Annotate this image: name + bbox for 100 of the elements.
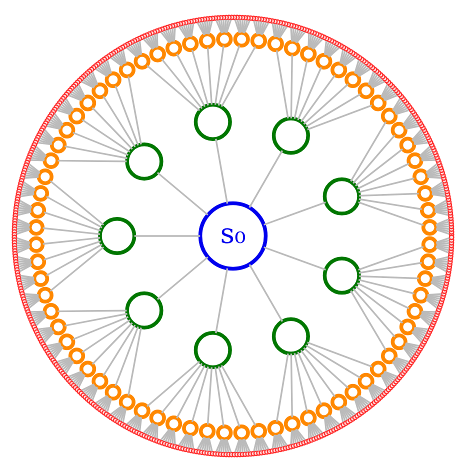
node-circle: [55, 364, 61, 370]
connector: [435, 209, 448, 212]
connector: [420, 152, 434, 159]
connector: [31, 311, 45, 316]
connector: [18, 211, 32, 216]
node-circle: [316, 53, 332, 70]
connector: [432, 274, 446, 278]
connector: [22, 280, 36, 288]
node-circle: [448, 248, 454, 254]
node-circle: [400, 370, 406, 376]
connector: [236, 20, 242, 33]
node-circle: [233, 424, 250, 442]
node-circle: [20, 296, 27, 302]
node-circle: [126, 426, 132, 432]
node-circle: [139, 34, 145, 40]
node-circle: [343, 420, 349, 426]
connector: [404, 344, 418, 351]
node-circle: [326, 36, 332, 42]
node-circle: [288, 22, 294, 28]
connector: [426, 298, 438, 309]
node-circle: [215, 451, 221, 457]
connector: [136, 42, 142, 56]
connector: [18, 263, 32, 270]
connector: [414, 328, 428, 332]
connector: [20, 192, 34, 195]
connector: [427, 296, 440, 302]
node-circle: [370, 402, 376, 408]
connector: [434, 204, 448, 210]
node-circle: [446, 267, 452, 273]
node-circle: [356, 411, 362, 418]
node-circle: [90, 64, 96, 70]
node-circle: [164, 442, 170, 448]
connector: [196, 22, 205, 36]
node-circle: [165, 416, 182, 432]
node-circle: [80, 74, 86, 80]
connector: [356, 162, 410, 190]
node-circle: [146, 31, 152, 37]
node-circle: [316, 434, 322, 440]
connector: [394, 358, 408, 365]
node-circle: [60, 96, 66, 102]
node-circle: [24, 306, 30, 312]
node-circle: [110, 50, 116, 56]
connector: [404, 121, 418, 128]
connector: [172, 28, 174, 42]
node-circle: [218, 14, 224, 21]
connector: [432, 194, 446, 198]
node-circle: [118, 62, 136, 78]
node-circle: [210, 16, 216, 22]
connector: [434, 262, 448, 266]
node-circle: [76, 388, 82, 394]
connector: [430, 280, 444, 288]
connector: [308, 33, 310, 48]
node-circle: [46, 350, 52, 356]
node-circle: [134, 402, 150, 419]
connector: [432, 192, 446, 195]
connector: [30, 310, 44, 313]
node-circle: [50, 108, 56, 115]
node-circle: [336, 424, 342, 430]
node-circle: [68, 108, 86, 124]
connector: [290, 28, 293, 42]
node-circle: [12, 220, 18, 227]
node-circle: [306, 438, 312, 444]
node-circle: [182, 446, 188, 452]
connector: [294, 30, 304, 44]
node-circle: [446, 264, 452, 270]
connector: [22, 279, 34, 284]
node-circle: [90, 402, 96, 408]
connector: [208, 20, 213, 34]
connector: [156, 33, 158, 48]
node-circle: [70, 84, 76, 90]
node-circle: [328, 428, 334, 434]
node-circle: [174, 22, 181, 28]
connector: [434, 202, 448, 209]
node-circle: [396, 374, 402, 380]
connector: [149, 36, 156, 48]
connector: [384, 94, 398, 102]
node-circle: [311, 30, 317, 36]
connector: [220, 20, 224, 33]
node-circle: [416, 270, 434, 287]
connector: [352, 288, 396, 338]
node-circle: [444, 275, 450, 281]
node-circle: [372, 400, 378, 406]
connector: [46, 125, 60, 130]
node-circle: [300, 410, 317, 426]
connector: [290, 54, 293, 118]
node-circle: [78, 76, 84, 82]
node-circle: [448, 240, 454, 246]
connector: [432, 190, 445, 194]
node-circle: [382, 390, 388, 396]
connector: [311, 36, 319, 48]
connector: [324, 417, 328, 432]
node-circle: [422, 338, 428, 345]
connector: [264, 246, 326, 271]
node-circle: [446, 262, 452, 268]
connector: [176, 54, 206, 108]
connector: [92, 71, 98, 85]
node-circle: [422, 127, 428, 134]
connector: [256, 438, 259, 452]
node-circle: [28, 316, 34, 322]
node-circle: [22, 298, 28, 305]
